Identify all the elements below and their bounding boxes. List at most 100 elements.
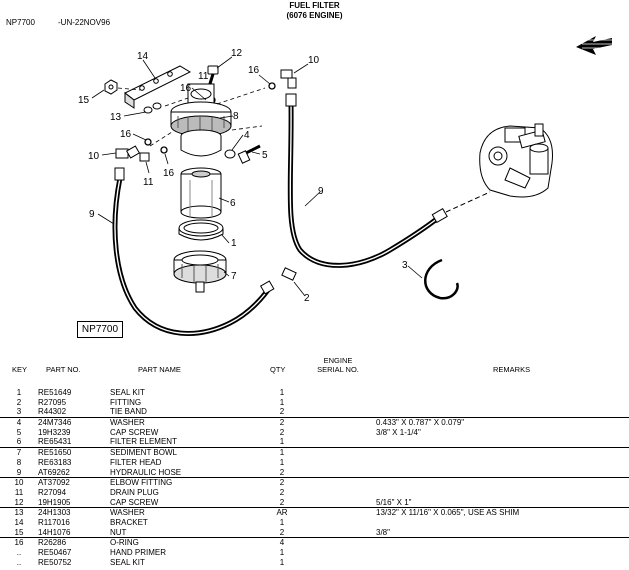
drain-plug-11 bbox=[139, 152, 150, 162]
row-qty: 2 bbox=[279, 527, 285, 537]
hydraulic-hose-right bbox=[287, 102, 440, 268]
row-qty: 2 bbox=[279, 427, 285, 437]
callout-1: 1 bbox=[231, 238, 237, 249]
row-remarks: 3/8" bbox=[376, 527, 390, 537]
row-part-name: CAP SCREW bbox=[110, 427, 159, 437]
row-qty: 1 bbox=[279, 548, 285, 557]
title-line-1: FUEL FILTER bbox=[289, 1, 340, 10]
row-qty: 2 bbox=[279, 467, 285, 477]
row-part-no: RE51649 bbox=[38, 388, 72, 397]
row-part-name: BRACKET bbox=[110, 517, 148, 527]
elbow-fitting-10-upper bbox=[280, 69, 297, 89]
callout-11: 11 bbox=[198, 71, 209, 82]
row-qty: 2 bbox=[279, 487, 285, 497]
row-key: .. bbox=[16, 557, 22, 567]
row-qty: 4 bbox=[279, 538, 285, 548]
callout-15: 15 bbox=[78, 95, 90, 106]
callout-16: 16 bbox=[120, 129, 132, 140]
callout-2: 2 bbox=[304, 293, 310, 304]
callout-10: 10 bbox=[88, 151, 100, 162]
row-part-name: HYDRAULIC HOSE bbox=[110, 467, 182, 477]
row-qty: 1 bbox=[279, 437, 285, 447]
row-qty: 2 bbox=[279, 407, 285, 417]
row-part-name: ELBOW FITTING bbox=[110, 478, 173, 488]
bracket-part bbox=[124, 65, 192, 109]
row-part-name: FILTER HEAD bbox=[110, 457, 162, 467]
row-remarks: 5/16" X 1" bbox=[376, 497, 412, 507]
callout-16: 16 bbox=[180, 83, 192, 94]
title-line-2: (6076 ENGINE) bbox=[286, 11, 343, 20]
row-part-no: R27094 bbox=[38, 487, 67, 497]
callout-3: 3 bbox=[402, 260, 408, 271]
callout-13: 13 bbox=[110, 112, 122, 123]
callout-10: 10 bbox=[308, 55, 320, 66]
row-qty: AR bbox=[276, 508, 288, 518]
header-part-name: PART NAME bbox=[138, 365, 181, 374]
row-key: 2 bbox=[16, 397, 22, 407]
figure-id-box: NP7700 bbox=[77, 321, 123, 338]
row-key: 14 bbox=[14, 517, 24, 527]
row-part-no: 19H3239 bbox=[38, 427, 71, 437]
row-part-name: O-RING bbox=[110, 538, 139, 548]
sediment-bowl-7 bbox=[173, 250, 227, 293]
row-key: 7 bbox=[16, 448, 22, 458]
header-ref: -UN-22NOV96 bbox=[58, 18, 111, 27]
row-part-no: R44302 bbox=[38, 407, 67, 417]
row-key: 5 bbox=[16, 427, 22, 437]
header-engine-line2: SERIAL NO. bbox=[317, 365, 359, 374]
header-part-no: PART NO. bbox=[46, 365, 81, 374]
washer-4 bbox=[224, 149, 236, 159]
row-part-no: 24M7346 bbox=[38, 418, 72, 428]
table-header: KEY PART NO. PART NAME QTY ENGINE SERIAL… bbox=[0, 352, 629, 374]
cap-screw-5 bbox=[237, 144, 261, 164]
row-part-name: HAND PRIMER bbox=[110, 548, 167, 557]
page-title: FUEL FILTER (6076 ENGINE) bbox=[0, 1, 629, 21]
exploded-parts-diagram: 14 12 16 10 15 11 13 16 8 4 16 5 10 11 1… bbox=[78, 36, 612, 336]
row-part-name: NUT bbox=[110, 527, 127, 537]
callout-8: 8 bbox=[233, 111, 239, 122]
callout-9: 9 bbox=[89, 209, 95, 220]
row-part-no: AT37092 bbox=[38, 478, 70, 488]
row-part-name: SEAL KIT bbox=[110, 388, 145, 397]
row-part-no: RE51650 bbox=[38, 448, 72, 458]
filter-head-8 bbox=[170, 83, 232, 157]
header-engine: ENGINE SERIAL NO. bbox=[314, 356, 362, 374]
row-remarks: 3/8" X 1-1/4" bbox=[376, 427, 421, 437]
row-part-name: WASHER bbox=[110, 418, 145, 428]
row-key: 9 bbox=[16, 467, 22, 477]
row-part-name: FILTER ELEMENT bbox=[110, 437, 177, 447]
table-row: 6 RE65431 FILTER ELEMENT 1 bbox=[0, 437, 629, 447]
row-qty: 2 bbox=[279, 418, 285, 428]
row-part-name: SEAL KIT bbox=[110, 557, 145, 567]
row-part-name: WASHER bbox=[110, 508, 145, 518]
tie-band-3 bbox=[424, 258, 459, 300]
row-part-no: AT69262 bbox=[38, 467, 70, 477]
callout-7: 7 bbox=[231, 271, 237, 282]
row-key: 15 bbox=[14, 527, 24, 537]
header-remarks: REMARKS bbox=[493, 365, 531, 374]
row-part-no: RE63183 bbox=[38, 457, 72, 467]
row-key: 16 bbox=[14, 538, 24, 548]
row-qty: 1 bbox=[279, 517, 285, 527]
row-part-name: DRAIN PLUG bbox=[110, 487, 159, 497]
table-row: 9 AT69262 HYDRAULIC HOSE 2 bbox=[0, 468, 629, 478]
row-part-name: CAP SCREW bbox=[110, 497, 159, 507]
row-key: 6 bbox=[16, 437, 22, 447]
callout-6: 6 bbox=[230, 198, 236, 209]
row-part-no: RE65431 bbox=[38, 437, 72, 447]
filter-element-6 bbox=[180, 167, 222, 219]
row-key: 8 bbox=[16, 457, 22, 467]
row-key: 10 bbox=[14, 478, 24, 488]
